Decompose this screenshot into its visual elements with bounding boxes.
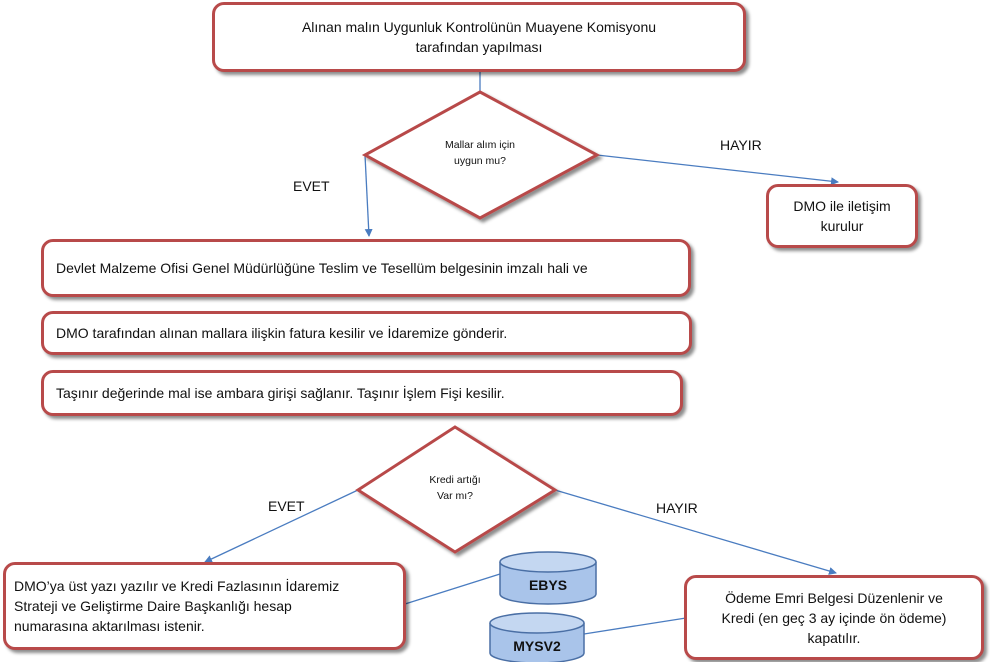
- arrow-decision1-no: [596, 154, 839, 186]
- credit-transfer-line1: DMO’ya üst yazı yazılır ve Kredi Fazlası…: [14, 578, 340, 594]
- invoice-box: DMO tarafından alınan mallara ilişkin fa…: [41, 311, 692, 355]
- ebys-label: EBYS: [529, 577, 567, 593]
- decision2-no-label: HAYIR: [656, 500, 698, 516]
- connector-ebys: [404, 573, 501, 605]
- warehouse-entry-text: Taşınır değerinde mal ise ambara girişi …: [56, 385, 505, 401]
- inspection-process-line1: Alınan malın Uygunluk Kontrolünün Muayen…: [301, 19, 657, 35]
- connector-mysv2: [583, 617, 687, 635]
- decision1-diamond: [361, 90, 601, 220]
- payment-order-line3: kapatılır.: [807, 629, 861, 646]
- decision1-yes-label: EVET: [293, 178, 330, 194]
- arrow-decision1-yes: [364, 154, 373, 237]
- dmo-contact-box: DMO ile iletişim kurulur: [766, 184, 918, 248]
- inspection-process-line2: tarafından yapılması: [415, 39, 543, 55]
- decision2-line1: Kredi artığı: [429, 474, 481, 486]
- delivery-acceptance-box: Devlet Malzeme Ofisi Genel Müdürlüğüne T…: [41, 239, 691, 297]
- credit-transfer-line3: numarasına aktarılması istenir.: [14, 618, 205, 634]
- mysv2-database-icon: MYSV2: [489, 612, 585, 662]
- arrow-decision2-no: [554, 489, 837, 575]
- inspection-process-box: Alınan malın Uygunluk Kontrolünün Muayen…: [212, 2, 746, 72]
- mysv2-label: MYSV2: [513, 638, 561, 654]
- payment-order-line1: Ödeme Emri Belgesi Düzenlenir ve: [725, 589, 943, 606]
- payment-order-line2: Kredi (en geç 3 ay içinde ön ödeme): [721, 609, 947, 626]
- ebys-database-icon: EBYS: [499, 551, 597, 605]
- decision1-line1: Mallar alım için: [444, 139, 515, 151]
- warehouse-entry-box: Taşınır değerinde mal ise ambara girişi …: [41, 370, 683, 416]
- dmo-contact-line1: DMO ile iletişim: [793, 198, 891, 214]
- credit-transfer-line2: Strateji ve Geliştirme Daire Başkanlığı …: [14, 598, 292, 614]
- invoice-text: DMO tarafından alınan mallara ilişkin fa…: [56, 325, 508, 341]
- decision2-line2: Var mı?: [437, 490, 473, 502]
- decision2-text: Kredi artığı Var mı?: [405, 472, 505, 504]
- decision1-text: Mallar alım için uygun mu?: [405, 137, 555, 169]
- delivery-acceptance-text: Devlet Malzeme Ofisi Genel Müdürlüğüne T…: [56, 260, 588, 276]
- decision1-line2: uygun mu?: [454, 155, 506, 167]
- decision2-yes-label: EVET: [268, 498, 305, 514]
- arrow-decision2-yes: [204, 489, 359, 563]
- dmo-contact-line2: kurulur: [820, 218, 864, 234]
- decision1-no-label: HAYIR: [720, 137, 762, 153]
- decision2-diamond: [355, 425, 558, 554]
- credit-transfer-request-box: DMO’ya üst yazı yazılır ve Kredi Fazlası…: [3, 562, 406, 650]
- payment-order-box: Ödeme Emri Belgesi Düzenlenir ve Kredi (…: [684, 575, 984, 660]
